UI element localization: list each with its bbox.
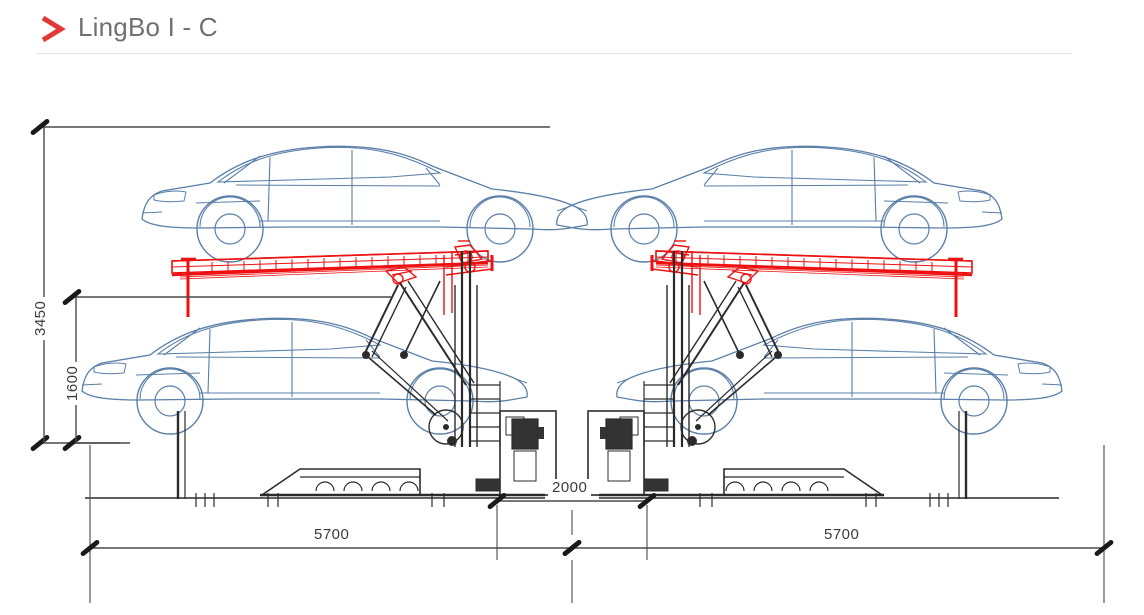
drawing-svg xyxy=(30,119,1114,603)
lift-structure-left xyxy=(85,251,557,507)
right-bay xyxy=(556,145,1063,507)
chevron-right-icon xyxy=(38,14,68,44)
upper-vehicle-right xyxy=(556,145,1003,263)
dimension-value-left-bay-length: 5700 xyxy=(310,526,354,543)
dimension-value-total-height: 3450 xyxy=(32,296,49,340)
dimension-lines xyxy=(30,119,1114,603)
dimension-value-lower-clearance: 1600 xyxy=(64,361,81,405)
upper-vehicle-left xyxy=(141,145,588,263)
lift-platform-right xyxy=(650,240,974,317)
technical-drawing: 3450 1600 2000 5700 5700 xyxy=(0,55,1144,615)
lift-platform-left xyxy=(170,240,494,317)
dimension-value-right-bay-length: 5700 xyxy=(820,526,864,543)
page-title: LingBo I - C xyxy=(78,12,218,42)
header-divider xyxy=(37,53,1072,54)
page-header: LingBo I - C xyxy=(0,0,1144,55)
left-bay xyxy=(81,145,588,507)
lift-structure-right xyxy=(587,251,1059,507)
dimension-value-center-gap: 2000 xyxy=(548,479,592,496)
